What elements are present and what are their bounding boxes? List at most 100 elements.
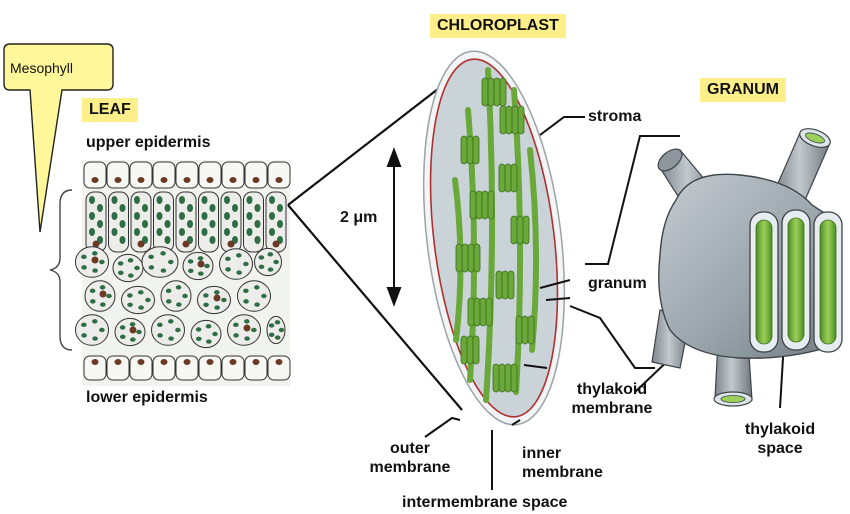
chloroplast-dot <box>119 204 126 212</box>
palisade-cell <box>198 191 219 253</box>
chloroplast-dot <box>156 228 163 236</box>
nucleus <box>114 177 122 183</box>
chloroplast-dot <box>277 220 283 228</box>
chloroplast-dot <box>187 259 194 264</box>
chloroplast-dot <box>278 327 285 333</box>
chloroplast-dot <box>246 212 253 220</box>
thylakoid-lumen <box>819 219 837 345</box>
label-inner-membrane-line1: inner <box>522 445 562 462</box>
chloroplast-dot <box>267 252 274 257</box>
nucleus <box>275 359 283 365</box>
chloroplast-dot <box>89 212 95 220</box>
chloroplast-dot <box>254 204 261 212</box>
epidermis-cell <box>83 355 107 381</box>
chloroplast-dot <box>164 236 171 244</box>
chloroplast-dot <box>111 228 118 236</box>
spongy-cell <box>75 246 109 278</box>
fret <box>483 67 496 403</box>
chloroplast-dot <box>225 256 231 262</box>
chloroplast-dot <box>254 285 260 290</box>
chloroplast-dot <box>92 319 98 324</box>
chloroplast-dot <box>168 319 174 324</box>
chloroplast-dot <box>156 212 163 220</box>
spongy-cell <box>219 248 253 280</box>
granum-stack-disk <box>455 243 463 273</box>
epidermis-cell <box>198 161 222 189</box>
chloroplast-dot <box>134 228 140 236</box>
chloroplast-dot <box>209 236 216 244</box>
granum-stack-disk <box>473 243 481 273</box>
granum-stack-disk <box>510 215 518 245</box>
granum-stack-disk <box>501 270 509 300</box>
label-scale: 2 μm <box>340 209 378 226</box>
granum-stack-disk <box>487 77 495 107</box>
granum-stack-disk <box>522 215 530 245</box>
chloroplast-dot <box>233 322 239 328</box>
chloroplast-dot <box>268 332 275 337</box>
chloroplast-dot <box>179 196 185 204</box>
granum-stack-disk <box>515 315 523 345</box>
chloroplast-dot <box>128 273 134 278</box>
epidermis-cell <box>106 355 130 381</box>
chloroplast-dot <box>117 270 124 275</box>
granum-stack-disk <box>510 163 518 193</box>
chloroplast-dot <box>187 220 193 228</box>
chloroplast-dot <box>175 285 182 290</box>
label-thylakoid-membrane-line2: membrane <box>571 400 653 417</box>
chloroplast-dot <box>160 251 166 256</box>
chloroplast-dot <box>209 204 216 212</box>
chloroplast-dot <box>267 267 274 272</box>
granum-stack-disk <box>527 315 535 345</box>
chloroplast-dot <box>221 297 227 303</box>
chloroplast-dot <box>224 228 230 236</box>
nucleus <box>183 177 191 183</box>
epidermis-cell <box>198 355 222 381</box>
nucleus <box>229 177 237 183</box>
chloroplast-dot <box>134 212 140 220</box>
nucleus <box>91 359 99 365</box>
chloroplast-dot <box>127 302 133 307</box>
chloroplast-dot <box>243 288 249 294</box>
chloroplast-dot <box>246 228 253 236</box>
chloroplast-dot <box>273 259 279 265</box>
chloroplast-dot <box>134 196 140 204</box>
granum-stack-disk <box>466 135 474 165</box>
granum-stack-disk <box>481 77 489 107</box>
chloroplast-dot <box>212 331 218 337</box>
chloroplast-dot <box>106 293 112 299</box>
nucleus <box>129 326 137 334</box>
chloroplast-dot <box>246 196 253 204</box>
chloroplast-dot <box>164 220 171 228</box>
palisade-cell <box>243 191 264 253</box>
chloroplast-dot <box>119 236 126 244</box>
granum-stack-disk <box>472 135 480 165</box>
chloroplast-dot <box>274 320 281 325</box>
granum-stack-disk <box>467 297 475 327</box>
chloroplast-dot <box>157 333 163 338</box>
chloroplast-dot <box>127 258 134 263</box>
palisade-cell <box>108 191 129 253</box>
chloroplast-dot <box>176 302 182 307</box>
chloroplast-dot <box>92 251 98 256</box>
nucleus <box>182 240 190 248</box>
chloroplast-dot <box>277 204 283 212</box>
label-outer-membrane-line1: outer <box>390 440 430 457</box>
chloroplast-dot <box>203 302 209 307</box>
granum-stack-disk <box>493 77 501 107</box>
granum-stack-disk <box>469 190 477 220</box>
chloroplast-dot <box>100 302 106 307</box>
chloroplast-dot <box>127 293 133 298</box>
mesophyll-callout <box>3 43 114 233</box>
epidermis-cell <box>244 355 268 381</box>
chloroplast-dot <box>148 265 155 270</box>
label-inner-membrane-line2: membrane <box>522 464 603 481</box>
label-lower-epidermis: lower epidermis <box>86 389 208 406</box>
granum-stack-disk <box>517 105 525 135</box>
granum-title: GRANUM <box>700 78 786 102</box>
chloroplast-dot <box>269 212 275 220</box>
label-thylakoid-space-line2: space <box>757 440 803 457</box>
leaf-cross-section <box>75 160 291 386</box>
nucleus <box>272 240 280 248</box>
chloroplast-dot <box>81 333 87 338</box>
